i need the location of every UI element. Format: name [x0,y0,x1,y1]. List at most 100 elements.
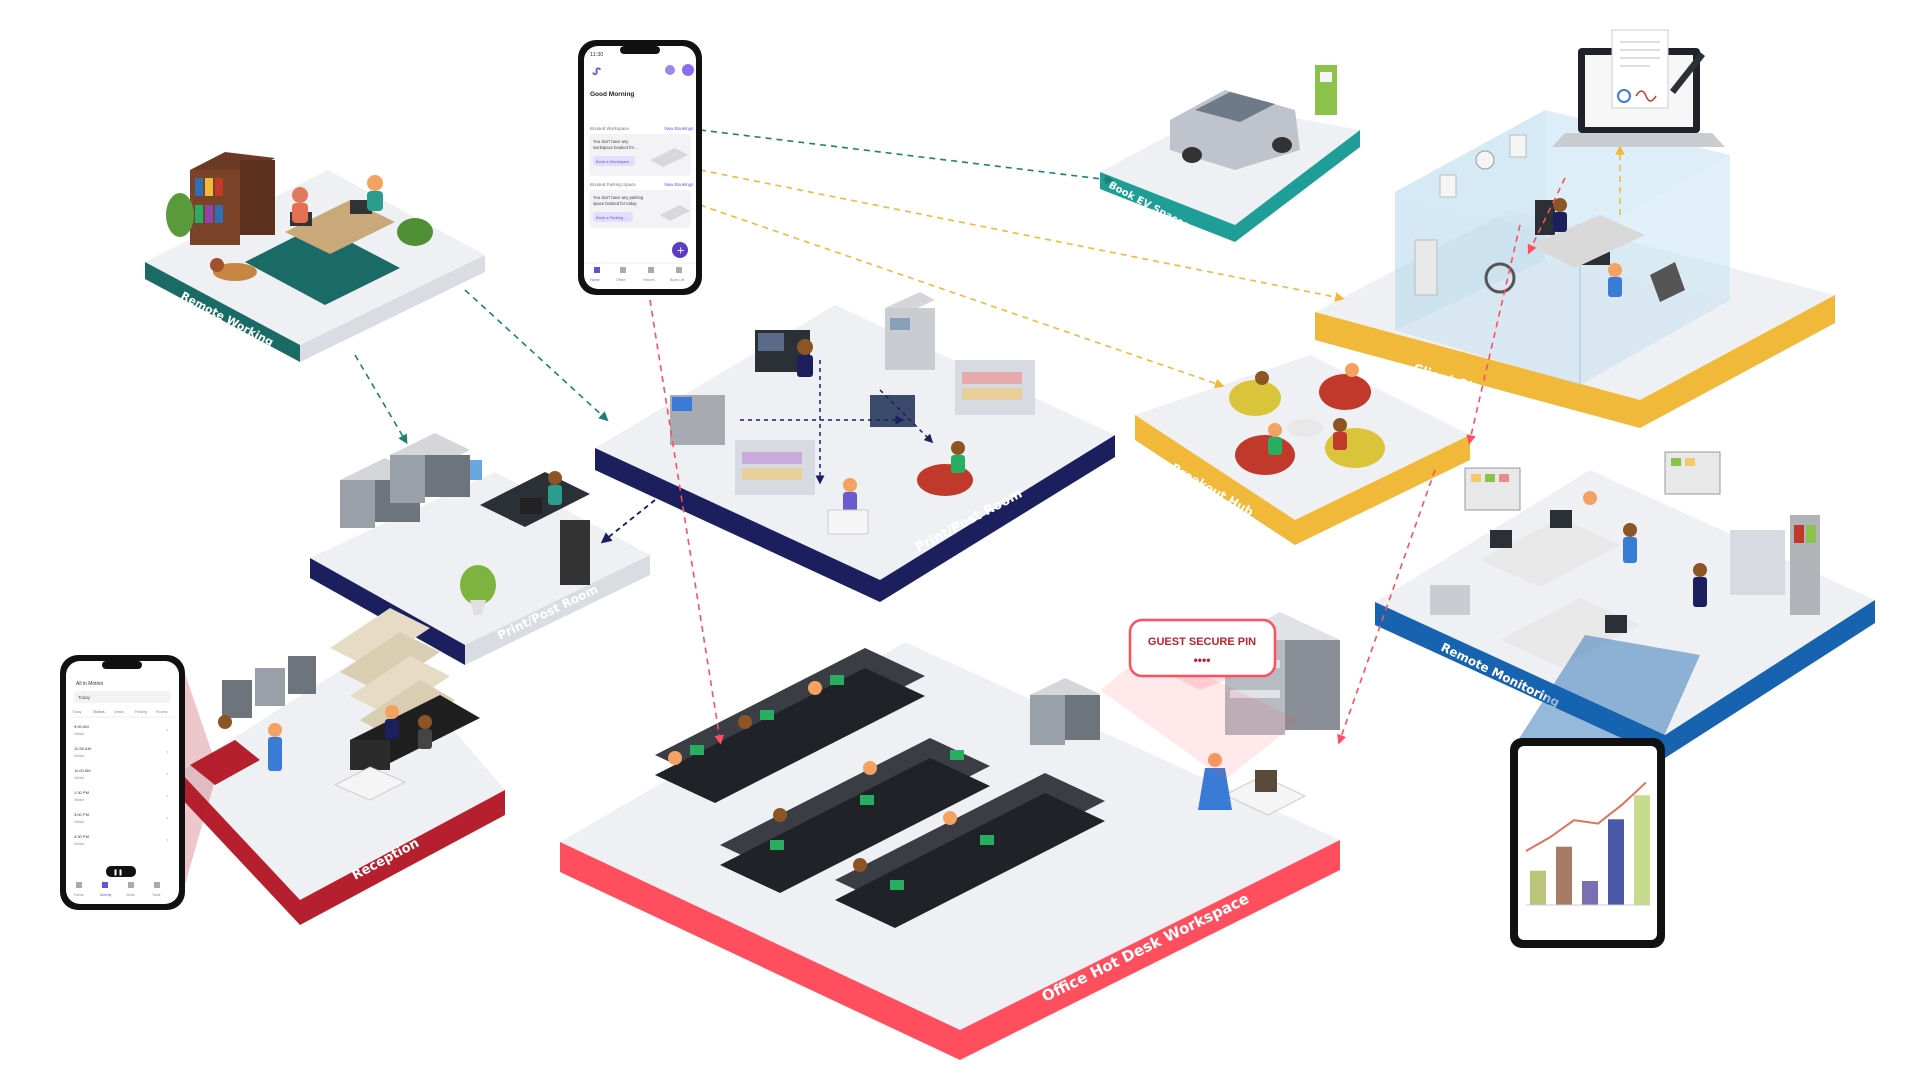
chevron-right-icon[interactable]: › [166,749,168,756]
reception-tabs: Today Visitors Desks Parking Rooms [72,710,168,714]
platform-remote-working: Remote Working [145,170,485,362]
nav-office[interactable]: Office [616,278,625,282]
reception-tab[interactable]: Desks [114,710,124,714]
platform-breakout-hub: Breakout Hub [1135,355,1470,545]
laptop-contract [1552,29,1725,147]
entry-time: 10:30 AM [74,746,91,751]
nav-home[interactable]: Home [590,278,600,282]
chart-bar [1582,881,1598,905]
office-nav-icon[interactable] [620,267,626,273]
avatar[interactable] [682,64,694,76]
arrow-phone-to-breakout [699,204,1225,388]
guest-pin-callout: GUEST SECURE PIN •••• [1128,618,1277,690]
arrow-client-to-breakout [1466,224,1521,445]
chart-bar [1530,870,1546,905]
reception-tab[interactable]: Visitors [93,710,105,714]
nav-venues[interactable]: Venues [643,278,655,282]
breakout-furniture [1229,363,1385,475]
remote-working-furniture [166,152,433,281]
reception-entries: 9:00 AM Visitor › 10:30 AM Visitor › 11:00 AM V… [74,724,168,846]
entry-name: Visitor [74,842,85,846]
date-field[interactable] [74,691,171,703]
reception-nav-icon[interactable] [154,882,160,888]
platform-client-site: Client Site [1315,110,1835,428]
reception-nav-item[interactable]: Activity [100,893,112,897]
arrow-remote-to-print-main [464,289,609,422]
monitoring-furniture [1430,451,1820,667]
arrow-print-main-to-small [600,499,656,544]
workspace-msg-2: workspace booked for ... [593,145,639,150]
reception-nav-item[interactable]: Visits [126,893,135,897]
view-bookings-1[interactable]: View Bookings [664,126,694,131]
entry-time: 11:00 AM [74,768,91,773]
booked-parking-heading: Booked Parking Space [590,182,636,187]
arrow-phone-to-ev [699,129,1115,185]
parking-msg-2: space booked for today [593,201,637,206]
chevron-right-icon[interactable]: › [166,727,168,734]
parking-msg-1: You don't have any parking [593,195,644,200]
chevron-right-icon[interactable]: › [166,815,168,822]
date-field-value: Today [78,695,91,700]
booked-workspace-heading: Booked Workspace [590,126,629,131]
pause-icon: ❚❚ [113,869,123,876]
reception-app-title: All in Motion [76,681,103,687]
arrow-laptop-to-client [1527,177,1566,255]
app-logo-icon: ᔑ [592,67,601,78]
ev-car [1170,65,1337,170]
reception-nav-item[interactable]: Home [74,893,84,897]
add-booking-button[interactable] [672,242,688,258]
home-nav-icon[interactable] [594,267,600,273]
chart-trend-line [1525,781,1647,852]
view-bookings-2[interactable]: View Bookings [664,182,694,187]
notification-icon[interactable] [665,65,675,75]
venues-nav-icon[interactable] [648,267,654,273]
platform-print-post-main: Print/Post Room [595,305,1115,602]
chart-bar [1556,846,1572,905]
arrow-phone-to-hot-desk [649,299,724,745]
arrow-remote-to-print-small [354,354,408,445]
book-parking-button[interactable] [593,212,633,222]
reception-tab[interactable]: Rooms [156,710,168,714]
entry-name: Visitor [74,732,85,736]
pause-button[interactable] [106,866,136,877]
arrow-phone-to-client-site [699,169,1345,302]
arrow-print-flow-3 [879,389,934,444]
connection-arrows [354,129,1625,745]
reception-nav-icon[interactable] [128,882,134,888]
book-lift-nav-icon[interactable] [676,267,682,273]
reception-tab[interactable]: Parking [135,710,147,714]
chevron-right-icon[interactable]: › [166,771,168,778]
phone-booking-app: 11:30 ᔑ Good Morning Booked Workspace Vi… [578,40,702,295]
entry-name: Visitor [74,754,85,758]
nav-book-lift[interactable]: Book Lift [670,278,684,282]
entry-time: 4:30 PM [74,834,89,839]
chart-bar [1634,795,1650,905]
phone-time: 11:30 [590,52,603,58]
chevron-right-icon[interactable]: › [166,837,168,844]
book-parking-label: Book a Parking ... [596,215,628,220]
book-workspace-button[interactable] [593,156,635,166]
guest-pin-title: GUEST SECURE PIN [1148,636,1256,648]
book-workspace-label: Book a Workspace [596,159,630,164]
chevron-right-icon[interactable]: › [166,793,168,800]
reception-tab[interactable]: Today [72,710,82,714]
entry-time: 9:00 AM [74,724,89,729]
reception-nav-item[interactable]: Tools [152,893,161,897]
tablet-chart [1525,781,1650,906]
entry-name: Visitor [74,820,85,824]
entry-time: 3:00 PM [74,812,89,817]
reception-nav: Home Activity Visits Tools [74,882,161,897]
reception-furniture [190,656,480,801]
guest-pin-dots: •••• [1194,653,1211,667]
entry-name: Visitor [74,776,85,780]
entry-time: 1:30 PM [74,790,89,795]
reception-nav-icon[interactable] [102,882,108,888]
greeting: Good Morning [590,91,634,98]
entry-name: Visitor [74,798,85,802]
reception-nav-icon[interactable] [76,882,82,888]
chart-bar [1608,819,1624,905]
tablet-analytics [1510,635,1700,948]
main-print-room-furniture [670,292,1035,535]
